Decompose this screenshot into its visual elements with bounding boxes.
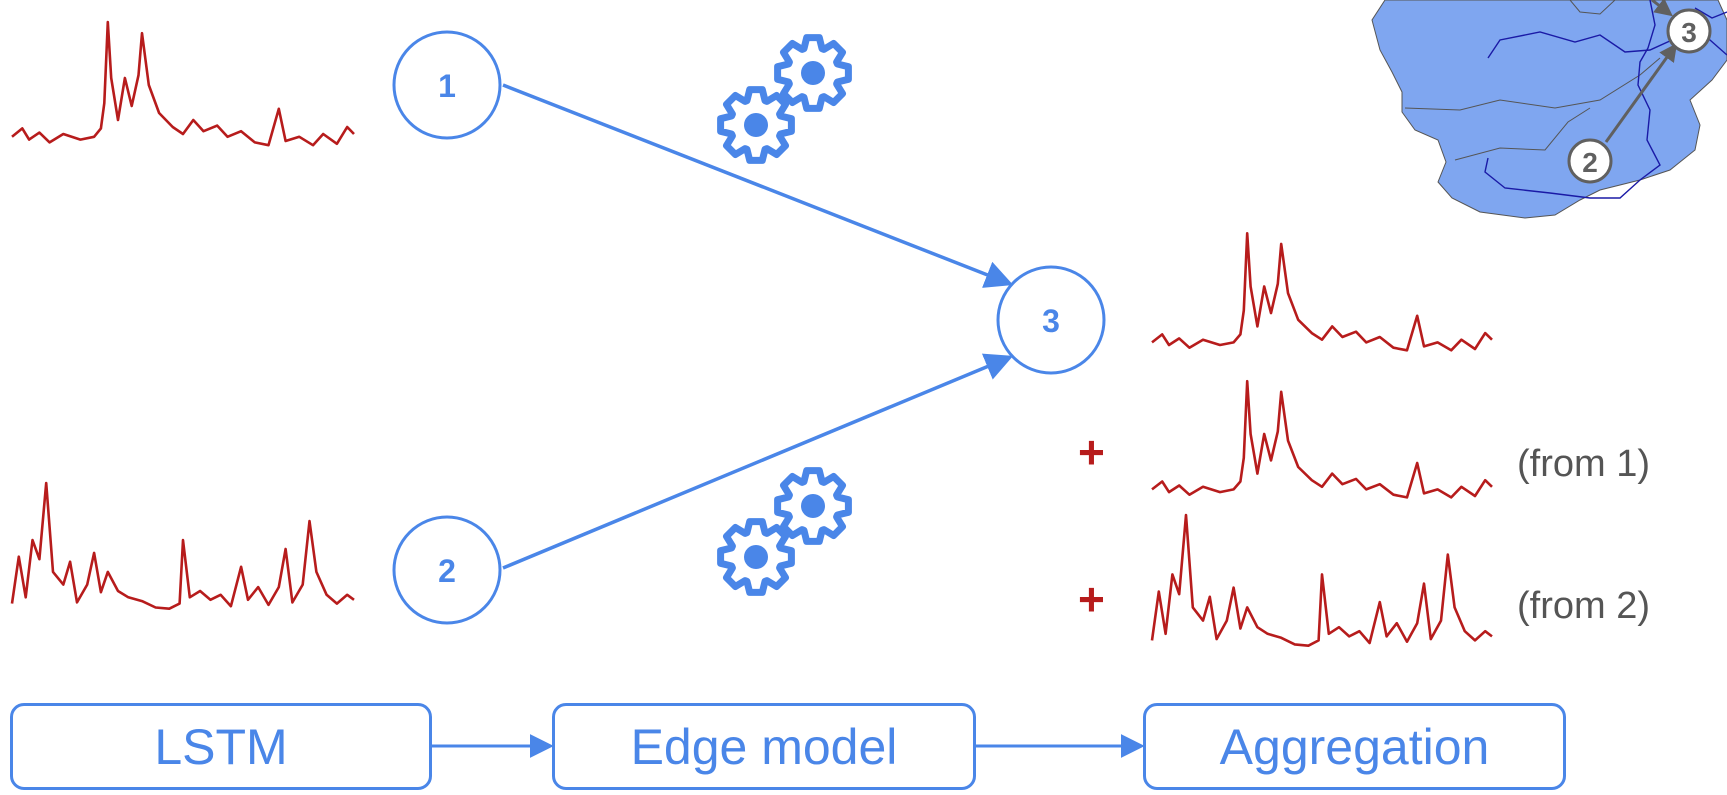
from-2-label: (from 2) — [1517, 585, 1650, 627]
river — [1694, 7, 1727, 19]
from-1-label: (from 1) — [1517, 443, 1650, 485]
sub-basin-border — [1569, 0, 1616, 15]
node-3-label: 3 — [1042, 303, 1060, 339]
signal-group — [10, 20, 1493, 648]
signal-from-2 — [1150, 513, 1493, 648]
gear-icon — [774, 467, 852, 545]
gear-icon — [717, 86, 795, 164]
basin-map: 2 3 — [1371, 0, 1727, 219]
node-2 — [392, 515, 502, 625]
map-marker-3-label: 3 — [1681, 17, 1697, 48]
plus-sign-1: + — [1078, 426, 1105, 478]
signal-node-1 — [11, 20, 355, 147]
edge-model-stage-label: Edge model — [630, 718, 898, 775]
edge-1-to-3 — [502, 83, 1014, 288]
signal-node-3 — [1151, 232, 1493, 352]
river — [1484, 0, 1661, 199]
edge-2-to-3 — [502, 353, 1014, 570]
map-flow-arrow — [1651, 0, 1673, 17]
plus-sign-2: + — [1078, 573, 1105, 625]
map-marker-2 — [1567, 138, 1613, 184]
node-1 — [392, 30, 502, 140]
sub-basin-border — [1454, 107, 1591, 161]
signal-from-1 — [1151, 379, 1493, 499]
basin-shape — [1371, 0, 1727, 219]
lstm-stage-label: LSTM — [154, 718, 288, 775]
gear-icon — [717, 518, 795, 596]
node-1-label: 1 — [438, 68, 456, 104]
map-marker-2-label: 2 — [1582, 147, 1598, 178]
signal-node-2 — [10, 481, 355, 611]
edge-model-stage-box: Edge model — [552, 703, 976, 790]
node-3 — [996, 265, 1106, 375]
map-marker-3 — [1666, 8, 1712, 54]
lstm-stage-box: LSTM — [10, 703, 432, 790]
sub-basin-border — [1404, 57, 1661, 111]
aggregation-stage-label: Aggregation — [1219, 718, 1490, 775]
gear-group — [717, 34, 852, 596]
aggregation-stage-box: Aggregation — [1143, 703, 1566, 790]
node-2-label: 2 — [438, 553, 456, 589]
map-flow-arrow — [1604, 43, 1678, 143]
gear-icon — [774, 34, 852, 112]
